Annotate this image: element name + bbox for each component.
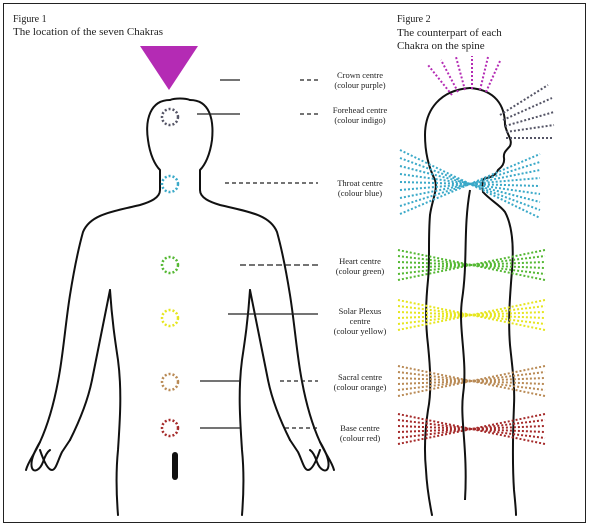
spine-base-mark: [172, 452, 178, 480]
base-band: [398, 414, 545, 444]
crown-chakra-triangle: [140, 46, 198, 90]
figure1-body-outline: [26, 99, 334, 516]
solar-chakra-ring: [162, 310, 178, 326]
sacral-band: [398, 366, 545, 396]
sacral-chakra-ring: [162, 374, 178, 390]
leader-lines: [197, 80, 318, 428]
throat-chakra-ring: [162, 176, 178, 192]
crown-rays: [428, 56, 500, 95]
figure2-profile-outline: [425, 88, 516, 515]
spine-line: [461, 190, 470, 500]
forehead-chakra-ring: [162, 109, 178, 125]
base-chakra-ring: [162, 420, 178, 436]
heart-chakra-ring: [162, 257, 178, 273]
heart-band: [398, 250, 545, 280]
forehead-rays: [500, 85, 554, 138]
solar-band: [398, 300, 545, 330]
throat-band: [400, 150, 540, 218]
